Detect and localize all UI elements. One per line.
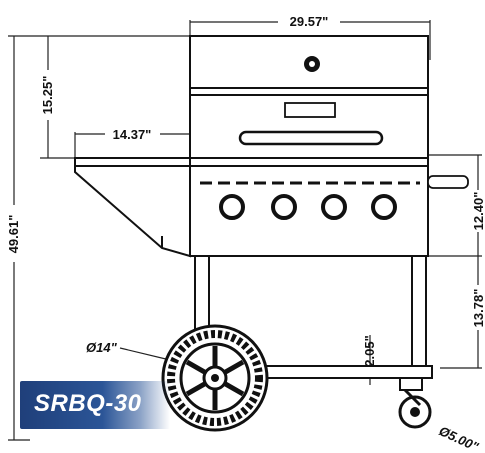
lid-height-label: 15.25" (40, 76, 55, 115)
caster-diameter-label: Ø5.00" (437, 423, 482, 453)
bottom-clearance-label: 2.05" (362, 335, 377, 366)
model-name: SRBQ-30 (34, 390, 142, 417)
caster-icon (398, 388, 432, 429)
body-height-label: 12.40" (471, 192, 485, 231)
wheel-icon (161, 324, 269, 432)
wheel-diameter-label: Ø14" (86, 340, 118, 355)
model-badge (20, 381, 170, 429)
burner-knob-icon (371, 194, 397, 220)
burner-knob-icon (219, 194, 245, 220)
side-shelf (74, 157, 191, 258)
overall-height-label: 49.61" (6, 215, 21, 254)
burner-knob-icon (321, 194, 347, 220)
side-shelf-width-label: 14.37" (113, 127, 152, 142)
thermometer-icon (304, 56, 320, 72)
burner-knobs (219, 194, 397, 220)
burner-knob-icon (271, 194, 297, 220)
overall-width-label: 29.57" (290, 14, 329, 29)
leg-height-label: 13.78" (471, 289, 485, 328)
grill-lid (189, 35, 429, 159)
